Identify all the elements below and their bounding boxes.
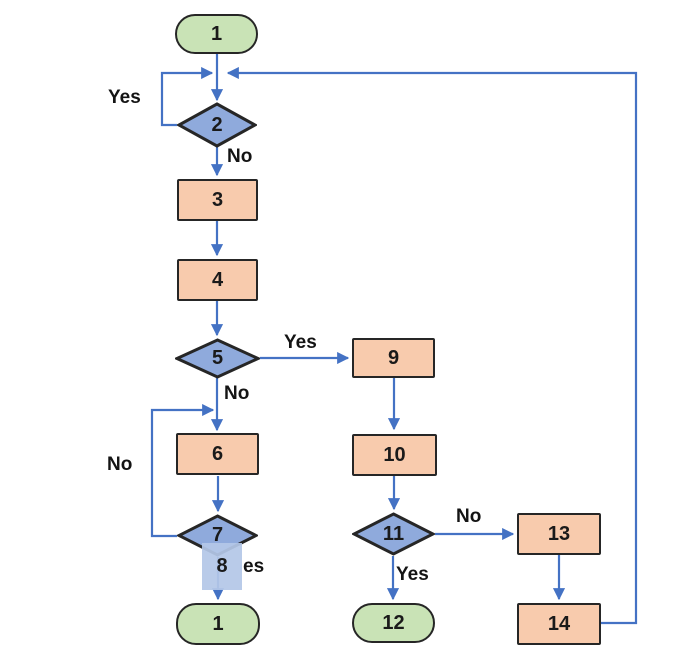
diamond-shape — [177, 102, 257, 148]
node-label: 3 — [211, 188, 224, 211]
edge-label-yes-d11: Yes — [396, 564, 429, 585]
node-label: 11 — [382, 522, 405, 545]
node-label: 7 — [211, 524, 224, 546]
node-process-6[interactable]: 6 — [176, 433, 259, 475]
edge-label-no-d7: No — [107, 454, 133, 475]
highlight-tile-8[interactable]: 8 — [202, 543, 242, 590]
edge-label-yes-d7-partial: es — [243, 556, 265, 577]
node-label: 6 — [211, 442, 224, 465]
edge-label-no-d2: No — [227, 146, 253, 167]
node-label: 5 — [211, 347, 224, 369]
diamond-shape — [175, 338, 260, 379]
node-label: 14 — [547, 612, 571, 635]
node-label: 9 — [387, 346, 400, 369]
edge-label-yes-d2: Yes — [108, 87, 141, 108]
node-label: 13 — [547, 522, 571, 545]
node-decision-5[interactable]: 5 — [175, 338, 260, 379]
edge-label-no-d5: No — [224, 383, 250, 404]
node-label: 10 — [383, 443, 406, 466]
node-process-10[interactable]: 10 — [352, 434, 437, 476]
edge-label-yes-d5: Yes — [284, 332, 317, 353]
node-process-14[interactable]: 14 — [517, 603, 601, 645]
node-end-terminator-12[interactable]: 12 — [352, 603, 435, 643]
node-label: 12 — [382, 611, 405, 634]
node-process-9[interactable]: 9 — [352, 338, 435, 378]
tile-label: 8 — [216, 555, 228, 577]
node-label: 2 — [211, 113, 223, 136]
node-start-terminator[interactable]: 1 — [175, 14, 258, 54]
node-label: 1 — [212, 612, 224, 635]
node-decision-11[interactable]: 11 — [352, 512, 435, 556]
node-process-4[interactable]: 4 — [177, 259, 258, 301]
edge-p14-feedback-to-junction — [226, 66, 638, 625]
node-end-terminator-1[interactable]: 1 — [176, 603, 260, 645]
node-process-13[interactable]: 13 — [517, 513, 601, 555]
edge-d7-no-loop — [150, 403, 215, 538]
edge-d2-yes-loop — [160, 66, 214, 127]
node-label: 1 — [210, 22, 223, 45]
diamond-shape — [352, 512, 435, 556]
node-process-3[interactable]: 3 — [177, 179, 258, 221]
node-decision-2[interactable]: 2 — [177, 102, 257, 148]
node-label: 4 — [211, 268, 224, 291]
edge-label-no-d11: No — [456, 506, 482, 527]
